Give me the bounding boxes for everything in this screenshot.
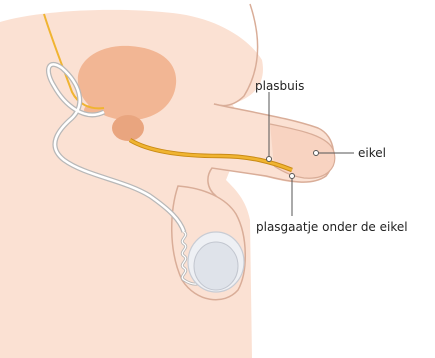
marker-eikel — [314, 151, 319, 156]
label-plasgaatje: plasgaatje onder de eikel — [256, 220, 408, 234]
label-eikel: eikel — [358, 146, 386, 160]
marker-plasgaatje — [290, 174, 295, 179]
label-plasbuis: plasbuis — [255, 79, 304, 93]
marker-plasbuis — [267, 157, 272, 162]
testis — [194, 242, 238, 290]
prostate — [112, 115, 144, 141]
